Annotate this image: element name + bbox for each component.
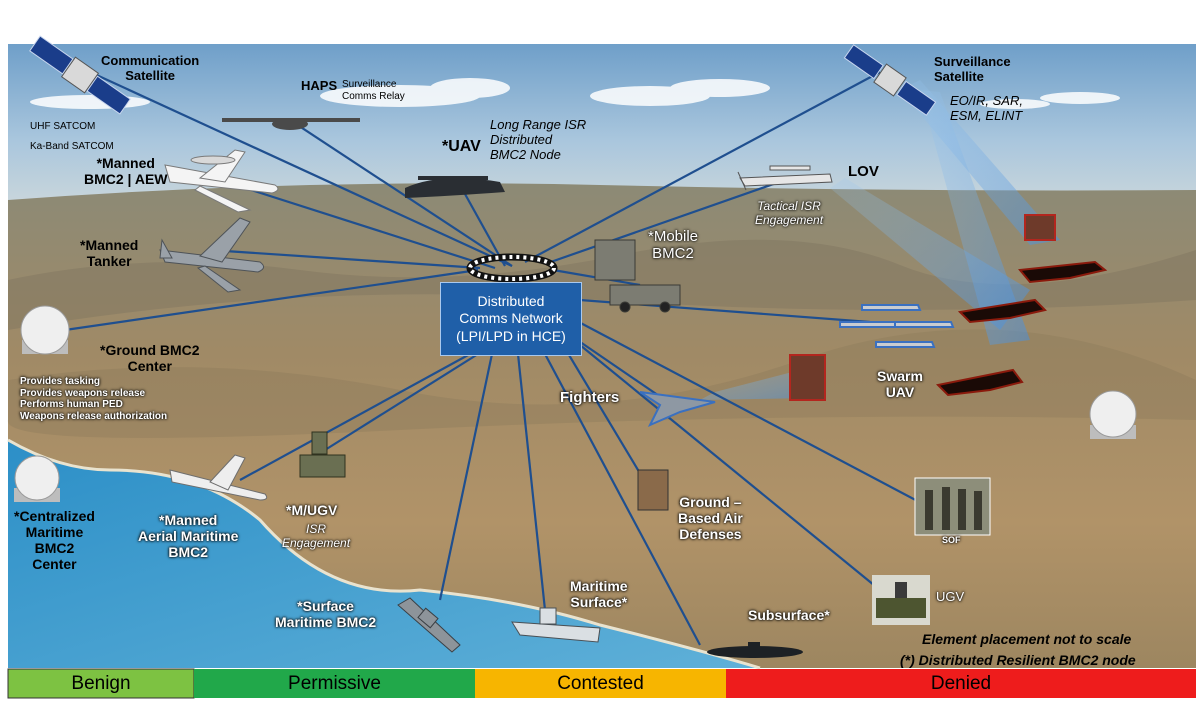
mugv-label: *M/UGV [286, 502, 338, 518]
ugv-label: UGV [936, 589, 965, 604]
haps-drone-icon [222, 118, 360, 130]
communication-satellite-icon [29, 35, 131, 115]
lov-sublabel: Tactical ISR Engagement [755, 199, 824, 227]
fighters-label: Fighters [560, 389, 620, 406]
surveillance-satellite-icon [843, 44, 937, 116]
mugv-vehicle-icon [299, 431, 346, 478]
aew-aircraft-icon [164, 149, 279, 213]
haps-label: HAPS [301, 78, 338, 93]
ugv-vehicle-icon [872, 575, 930, 625]
distributed-comms-network-box: Distributed Comms Network (LPI/LPD in HC… [440, 282, 582, 356]
haps-sublabel: Surveillance Comms Relay [342, 79, 405, 102]
radome-icon [20, 305, 70, 355]
uav-label: *UAV [442, 138, 481, 155]
mobile-bmc2-label: *Mobile BMC2 [648, 228, 699, 263]
zone-denied: Denied [930, 672, 992, 694]
enemy-aircraft-icon [935, 260, 1108, 397]
scale-note: Element placement not to scale [922, 631, 1132, 647]
surveillance-satellite-label: Surveillance Satellite [934, 54, 1011, 84]
ground-bmc2-center-label: *Ground BMC2 Center [100, 342, 200, 375]
subsurface-label: Subsurface* [748, 607, 830, 623]
mobile-bmc2-vehicle-icon [594, 239, 681, 313]
cruiser-ship-icon [511, 607, 601, 643]
fighter-jet-icon [639, 391, 716, 428]
threat-zone-bar [7, 668, 1196, 699]
swarm-uav-label: Swarm UAV [877, 368, 923, 401]
surveillance-satellite-sublabel: EO/IR, SAR, ESM, ELINT [950, 93, 1023, 123]
manned-aew-label: *Manned BMC2 | AEW [84, 155, 168, 188]
ground-bmc2-sublabel: Provides tasking Provides weapons releas… [20, 376, 168, 422]
communication-satellite-label: Communication Satellite [101, 53, 200, 83]
centralized-maritime-bmc2-label: *Centralized Maritime BMC2 Center [14, 508, 95, 573]
coastline [7, 438, 761, 670]
radome-icon [14, 455, 60, 502]
destroyer-ship-icon [397, 597, 461, 653]
lov-label: LOV [848, 163, 879, 180]
maritime-aircraft-icon [169, 454, 268, 501]
uav-icon [405, 176, 505, 198]
zone-benign: Benign [71, 672, 131, 694]
maritime-surface-label: Maritime Surface* [570, 578, 628, 611]
mugv-sublabel: ISR Engagement [282, 522, 351, 550]
zone-contested: Contested [557, 672, 644, 694]
radome-icon [1089, 390, 1137, 439]
surface-maritime-bmc2-label: *Surface Maritime BMC2 [275, 598, 377, 631]
network-links [64, 71, 926, 646]
manned-tanker-label: *Manned Tanker [80, 237, 139, 270]
gbad-label: Ground – Based Air Defenses [678, 494, 743, 543]
tanker-aircraft-icon [159, 217, 264, 293]
gbad-launcher-icon [637, 469, 669, 511]
clouds [30, 78, 1120, 109]
sam-launcher-icon [789, 214, 1056, 401]
sea [8, 440, 760, 668]
uhf-satcom-label: UHF SATCOM [30, 121, 96, 132]
lov-beam [830, 178, 1030, 330]
bmc2-node-note: (*) Distributed Resilient BMC2 node [900, 652, 1136, 668]
sof-label: SOF [942, 535, 961, 545]
ka-band-satcom-label: Ka-Band SATCOM [30, 141, 114, 152]
uav-sublabel: Long Range ISR Distributed BMC2 Node [490, 117, 587, 162]
manned-aerial-maritime-label: *Manned Aerial Maritime BMC2 [138, 512, 239, 561]
fighter-beam [700, 370, 810, 400]
comms-hub-ring [466, 253, 558, 283]
ridge [7, 329, 1196, 438]
sof-photo-icon [914, 477, 991, 536]
swarm-uav-icon [839, 304, 955, 348]
lov-drone-icon [737, 165, 833, 191]
submarine-icon [707, 642, 803, 658]
zone-permissive: Permissive [288, 672, 381, 694]
